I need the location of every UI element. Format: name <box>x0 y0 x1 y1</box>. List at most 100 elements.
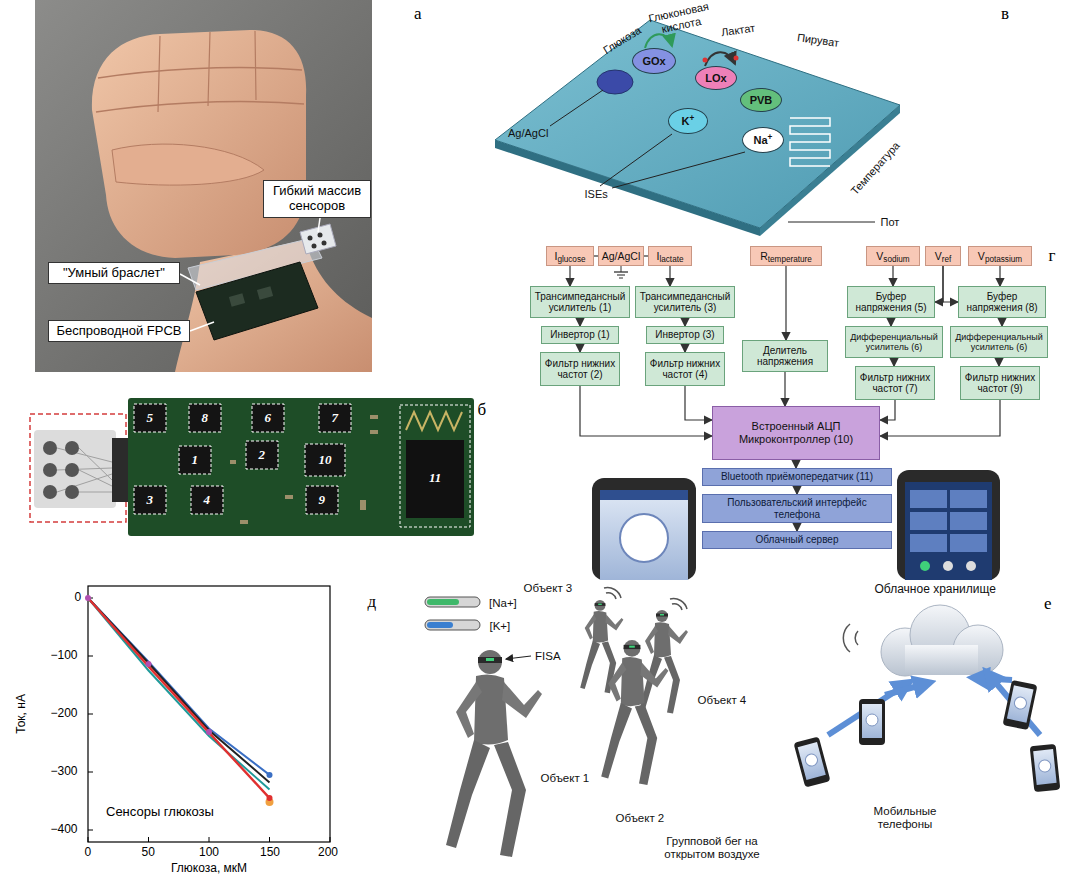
signal-source-box: Vref <box>925 246 961 266</box>
connector-arrow <box>943 266 958 302</box>
pcb-photo-part-part <box>370 415 378 419</box>
axis-label: 0 <box>75 591 82 605</box>
axis-label: −400 <box>51 823 78 837</box>
annotation-label: Объект 2 <box>616 812 665 825</box>
panel-letter: е <box>1044 594 1052 614</box>
node-text: Трансимпедансный усилитель (3) <box>639 291 731 314</box>
phone-screens-part-part <box>910 512 947 530</box>
node-text: Фильтр нижних частот (4) <box>649 358 721 381</box>
glucose-chart-part <box>88 598 330 842</box>
connector-arrow <box>998 358 999 366</box>
connector-arrow <box>880 400 1000 436</box>
circuit-block: Дифференциальный усилитель (6) <box>950 326 1048 358</box>
circuit-block: Трансимпедансный усилитель (3) <box>635 286 735 318</box>
group-run-illustration-part <box>446 650 542 857</box>
group-run-illustration-part <box>859 699 885 745</box>
sensor-array-illustration-part <box>550 90 603 126</box>
phone-screens-part <box>600 490 688 580</box>
connector-arrow <box>893 358 894 366</box>
connector-arrow <box>785 266 786 340</box>
sensor-array-illustration-part <box>788 222 875 223</box>
node-text: Vsodium <box>876 250 909 262</box>
wrist-photo-part <box>98 68 302 78</box>
callout-number: 9 <box>319 493 326 508</box>
pcb-photo-part-part <box>240 520 248 524</box>
wrist-photo-part <box>318 218 320 232</box>
node-text: Фильтр нижних частот (7) <box>859 372 931 395</box>
connector-arrow <box>935 266 943 302</box>
connector-arrow <box>569 266 570 286</box>
sensor-electrode: LOx <box>695 66 737 90</box>
glucose-chart-part-part <box>146 661 152 667</box>
glucose-chart-part <box>88 598 270 789</box>
glucose-chart-part <box>88 598 270 775</box>
axis-label: 0 <box>85 846 92 860</box>
signal-source-box: Iglucose <box>546 246 594 266</box>
group-run-illustration-part <box>427 599 459 605</box>
microcontroller-box: Встроенный АЦПМикроконтроллер (10) <box>712 406 880 460</box>
callout-number: 8 <box>202 411 209 426</box>
node-text: GOx <box>642 55 665 68</box>
wrist-photo-part <box>92 30 306 258</box>
wrist-photo <box>35 0 372 372</box>
signal-source-box: Ilactate <box>648 246 692 266</box>
callout-number: 6 <box>265 411 272 426</box>
pcb-photo-part-part <box>305 444 345 476</box>
circuit-block: Инвертор (1) <box>541 326 619 344</box>
pcb-photo-part-part <box>134 404 166 432</box>
callout-number: 3 <box>147 493 154 508</box>
phone-screens-part <box>910 490 987 552</box>
wrist-photo-part <box>35 0 372 372</box>
pcb-photo-part-part <box>360 500 366 510</box>
connector-arrow <box>892 266 893 286</box>
node-text: Трансимпедансный усилитель (1) <box>534 291 626 314</box>
glucose-chart-part <box>85 595 212 735</box>
node-text: LOx <box>705 72 726 85</box>
annotation-label: Пируват <box>796 31 840 49</box>
node-text: Дифференциальный усилитель (6) <box>849 332 939 353</box>
annotation-label: Мобильные телефоны <box>859 805 951 831</box>
connector-arrow <box>890 318 891 326</box>
pcb-photo-part <box>406 412 462 430</box>
pcb-photo-part <box>65 441 79 455</box>
sensor-array-illustration <box>495 20 900 236</box>
pcb-photo-part-part <box>370 430 378 434</box>
circuit-block: Фильтр нижних частот (7) <box>855 366 935 400</box>
pcb-photo-part-part <box>319 404 351 432</box>
axis-label: Ток, нА <box>15 694 29 734</box>
callout-number: 1 <box>192 453 199 468</box>
pcb-photo-part <box>34 430 116 508</box>
annotation-label: Лактат <box>720 21 756 38</box>
group-run-illustration-part <box>604 588 621 599</box>
node-text: Фильтр нижних частот (2) <box>544 358 616 381</box>
axis-label: 200 <box>318 846 338 860</box>
connector-arrow <box>784 372 785 406</box>
circuit-block: Буфер напряжения (8) <box>958 286 1046 318</box>
annotation-label: Объект 4 <box>698 694 747 707</box>
annotation-label: FISA <box>535 650 561 663</box>
pcb-photo-part <box>230 415 378 524</box>
group-run-illustration-part <box>427 622 453 628</box>
connector-arrow <box>1001 318 1002 326</box>
pcb-photo-part <box>406 440 464 518</box>
pcb-photo <box>30 398 474 536</box>
connector-arrow <box>684 318 685 326</box>
signal-source-box: Ag/AgCl <box>598 246 644 266</box>
group-run-illustration-part <box>793 736 830 787</box>
circuit-block: Дифференциальный усилитель (6) <box>845 326 943 358</box>
circuit-block: Инвертор (3) <box>646 326 724 344</box>
wrist-photo-part <box>96 102 304 112</box>
signal-source-box: Rtemperature <box>750 246 822 266</box>
circuit-block: Трансимпедансный усилитель (1) <box>530 286 630 318</box>
circuit-block: Делитель напряжения <box>742 340 828 372</box>
annotation-label: Ag/AgCl <box>508 127 548 140</box>
connector-arrow <box>796 486 797 494</box>
wrist-photo-part <box>180 274 200 285</box>
node-text: Bluetooth приёмопередатчик (11) <box>721 471 873 483</box>
node-text: Микроконтроллер (10) <box>739 433 853 446</box>
phone-screens-part-part <box>950 490 987 508</box>
axis-label: Глюкоза, мкМ <box>171 862 247 876</box>
wrist-photo-part <box>158 31 256 112</box>
circuit-block: Фильтр нижних частот (4) <box>645 352 725 386</box>
